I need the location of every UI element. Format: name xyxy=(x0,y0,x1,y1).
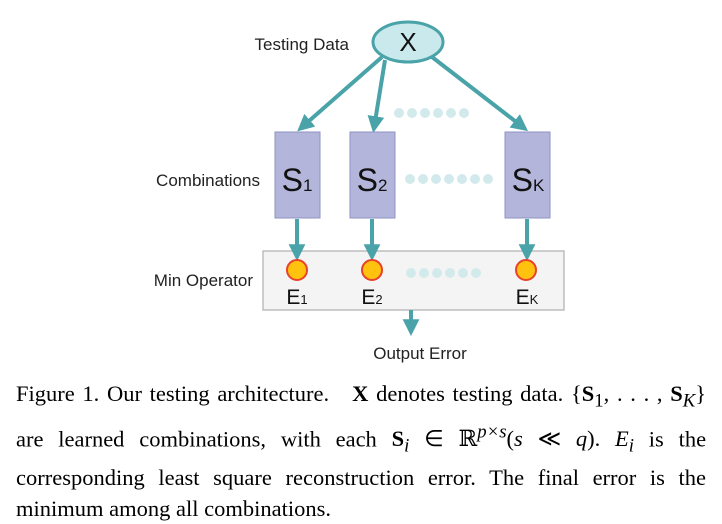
caption-sentence-2: denotes testing data. xyxy=(376,381,564,406)
input-node-ellipse xyxy=(371,20,445,64)
input-node-label: X xyxy=(399,27,416,57)
ellipsis-dots-middle xyxy=(405,174,493,184)
ellipsis-dots-bottom xyxy=(406,268,481,278)
combinations-label: Combinations xyxy=(156,171,260,190)
ei-math: Ei xyxy=(615,426,635,457)
arrow-x-to-sk xyxy=(430,55,528,132)
min-operator-panel xyxy=(262,250,565,311)
ellipsis-dots-top xyxy=(394,108,469,118)
si-membership-math: Si ∈ ℝp×s(s ≪ q). xyxy=(391,421,601,457)
error-label-e1: E1 xyxy=(286,286,307,309)
error-label-ek: EK xyxy=(516,286,539,309)
error-node-ek xyxy=(515,259,537,281)
error-node-e2 xyxy=(361,259,383,281)
x-symbol: X xyxy=(352,381,369,406)
error-node-e1 xyxy=(286,259,308,281)
figure-caption: Figure 1. Our testing architecture. X de… xyxy=(16,378,706,524)
combination-set-math: {S1, . . . , SK} xyxy=(570,381,707,412)
combination-box-sk xyxy=(504,131,551,219)
arrow-x-to-s2 xyxy=(367,59,387,133)
combination-box-s1 xyxy=(274,131,321,219)
architecture-diagram: X Testing Data Combinations Min Operator… xyxy=(154,20,565,363)
error-label-e2: E2 xyxy=(361,286,382,309)
combination-label-s1: S1 xyxy=(282,162,313,198)
combination-box-s2 xyxy=(349,131,396,219)
arrow-x-to-s1 xyxy=(297,55,384,132)
caption-sentence-3: are learned combinations, with each xyxy=(16,426,377,451)
output-error-label: Output Error xyxy=(373,344,467,363)
combination-label-s2: S2 xyxy=(357,162,388,198)
caption-sentence-4: is the corresponding least square recons… xyxy=(16,426,707,490)
figure-label: Figure 1. xyxy=(16,381,100,406)
caption-sentence-1: Our testing architecture. xyxy=(106,381,330,406)
combination-label-sk: SK xyxy=(512,162,545,198)
min-operator-label: Min Operator xyxy=(154,271,254,290)
testing-data-label: Testing Data xyxy=(255,35,350,54)
